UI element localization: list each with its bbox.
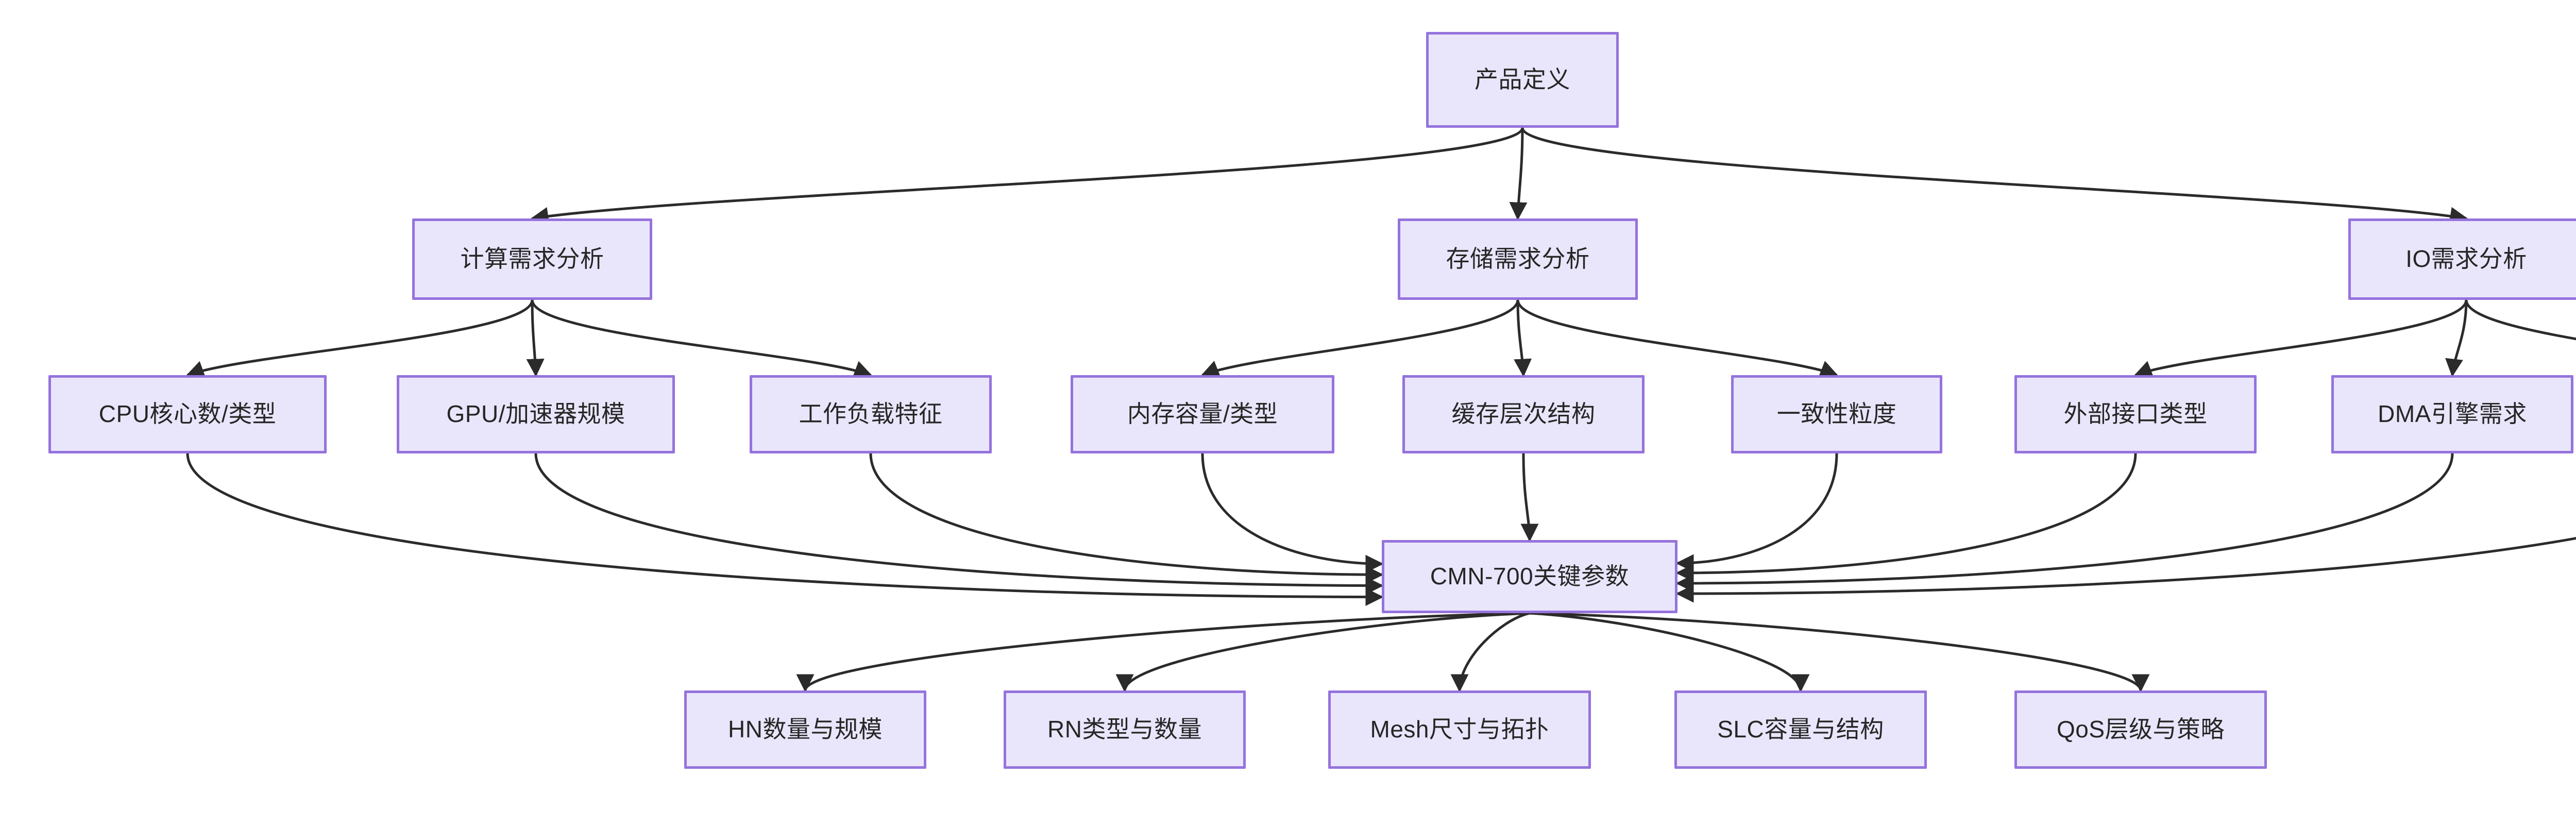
edge-cmn-to-hn xyxy=(796,612,1530,693)
edge-cmn-to-qos xyxy=(1529,612,2150,693)
edge-cmn-to-rn xyxy=(1115,612,1530,693)
edge-io-to-interface xyxy=(2133,299,2468,378)
edge-root-to-io xyxy=(1521,127,2468,225)
edge-cmn-to-mesh xyxy=(1450,612,1530,693)
node-label: QoS层级与策略 xyxy=(2056,716,2225,743)
node-label: Mesh尺寸与拓扑 xyxy=(1370,716,1549,743)
edge-workload-to-cmn xyxy=(869,453,1384,584)
node-label: 计算需求分析 xyxy=(460,245,604,273)
edge-io-to-dma xyxy=(2445,299,2468,377)
edge-compute-to-workload xyxy=(531,299,873,378)
edge-root-to-storage xyxy=(1509,127,1528,221)
edge-cmn-to-slc xyxy=(1529,612,1810,693)
node-workload-characteristics[interactable]: 工作负载特征 xyxy=(750,375,992,453)
edge-storage-to-memory xyxy=(1200,299,1519,378)
edge-memory-to-cmn xyxy=(1201,453,1384,573)
node-label: 外部接口类型 xyxy=(2063,400,2208,428)
node-gpu-accelerator-scale[interactable]: GPU/加速器规模 xyxy=(397,375,675,453)
edge-gpu-to-cmn xyxy=(534,453,1384,595)
node-label: 工作负载特征 xyxy=(799,400,943,428)
node-slc-capacity-structure[interactable]: SLC容量与结构 xyxy=(1674,690,1927,769)
node-label: 产品定义 xyxy=(1475,66,1570,93)
edge-coherence-to-cmn xyxy=(1675,453,1838,572)
node-label: SLC容量与结构 xyxy=(1717,716,1884,743)
node-label: GPU/加速器规模 xyxy=(446,400,625,428)
node-compute-requirements[interactable]: 计算需求分析 xyxy=(412,218,652,300)
node-label: 一致性粒度 xyxy=(1776,400,1897,428)
edge-cache-to-cmn xyxy=(1520,453,1539,542)
node-cache-hierarchy[interactable]: 缓存层次结构 xyxy=(1402,375,1645,453)
edge-interface-to-cmn xyxy=(1675,453,2137,582)
node-mesh-size-topology[interactable]: Mesh尺寸与拓扑 xyxy=(1328,690,1591,769)
node-dma-engine-requirements[interactable]: DMA引擎需求 xyxy=(2331,375,2573,453)
node-label: CMN-700关键参数 xyxy=(1430,563,1630,590)
node-cpu-cores-type[interactable]: CPU核心数/类型 xyxy=(48,375,327,453)
node-io-requirements[interactable]: IO需求分析 xyxy=(2348,218,2576,300)
edge-compute-to-cpu xyxy=(185,299,534,378)
node-coherence-granularity[interactable]: 一致性粒度 xyxy=(1731,375,1942,453)
node-hn-count-scale[interactable]: HN数量与规模 xyxy=(684,690,926,769)
node-label: IO需求分析 xyxy=(2405,245,2527,273)
node-product-definition[interactable]: 产品定义 xyxy=(1426,32,1619,128)
edge-storage-to-coherence xyxy=(1516,299,1839,378)
node-external-interface-type[interactable]: 外部接口类型 xyxy=(2014,375,2257,453)
edge-io-to-realtime xyxy=(2465,299,2576,341)
node-label: 存储需求分析 xyxy=(1446,245,1590,273)
node-label: DMA引擎需求 xyxy=(2378,400,2527,428)
node-label: 内存容量/类型 xyxy=(1127,400,1278,428)
node-label: RN类型与数量 xyxy=(1047,716,1202,743)
edge-root-to-compute xyxy=(530,127,1524,225)
edge-dma-to-cmn xyxy=(1675,453,2454,593)
node-qos-levels-policy[interactable]: QoS层级与策略 xyxy=(2014,690,2267,769)
node-memory-capacity-type[interactable]: 内存容量/类型 xyxy=(1071,375,1334,453)
node-cmn700-key-parameters[interactable]: CMN-700关键参数 xyxy=(1382,540,1677,613)
node-label: HN数量与规模 xyxy=(728,716,883,743)
edge-realtime-to-cmn xyxy=(1675,536,2576,603)
edge-compute-to-gpu xyxy=(526,299,545,377)
edge-storage-to-cache xyxy=(1514,299,1532,377)
node-storage-requirements[interactable]: 存储需求分析 xyxy=(1398,218,1638,300)
node-label: 缓存层次结构 xyxy=(1451,400,1596,428)
node-rn-type-count[interactable]: RN类型与数量 xyxy=(1004,690,1246,769)
node-label: CPU核心数/类型 xyxy=(98,400,277,428)
edge-cpu-to-cmn xyxy=(186,453,1384,606)
